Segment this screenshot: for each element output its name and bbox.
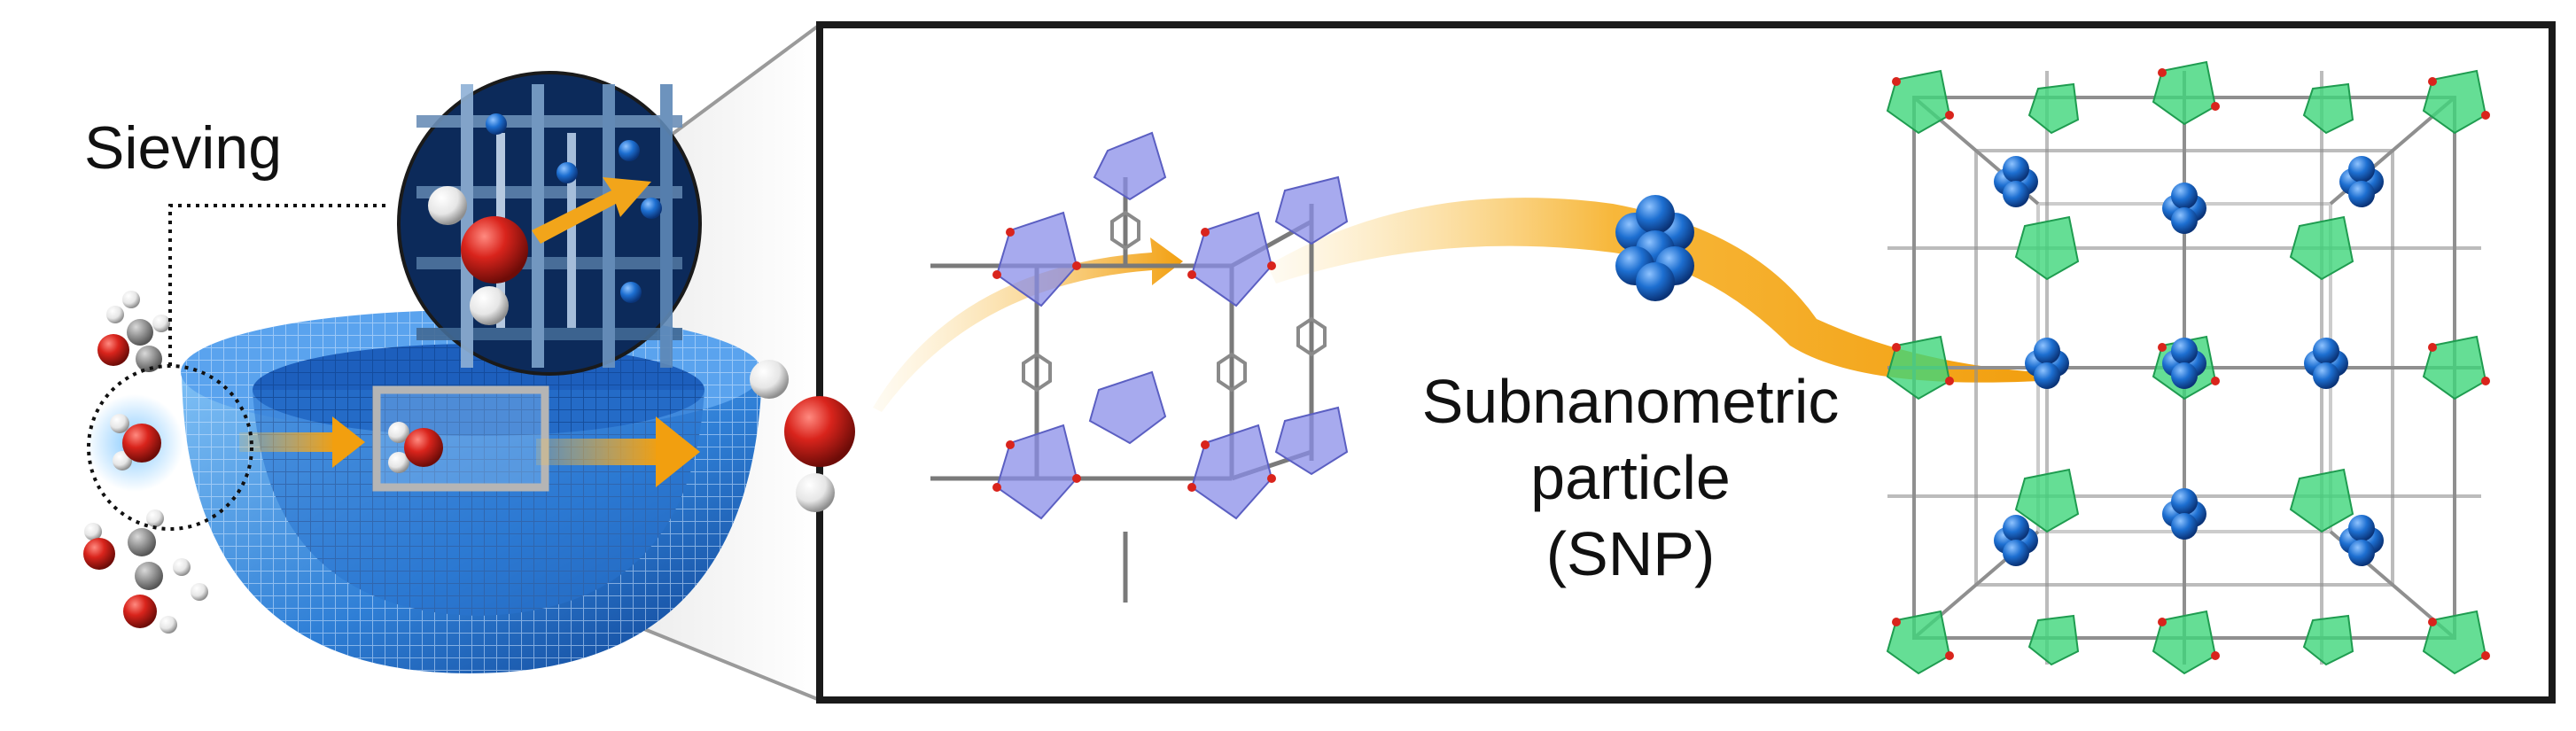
zoom-frame — [820, 25, 2552, 700]
magnified-pore-inset — [399, 73, 700, 374]
snp-label: Subnanometric particle (SNP) — [1382, 363, 1879, 592]
sieving-label: Sieving — [84, 113, 282, 183]
snp-label-line1: Subnanometric — [1382, 363, 1879, 439]
snp-label-line3: (SNP) — [1382, 516, 1879, 592]
snp-label-line2: particle — [1382, 439, 1879, 516]
